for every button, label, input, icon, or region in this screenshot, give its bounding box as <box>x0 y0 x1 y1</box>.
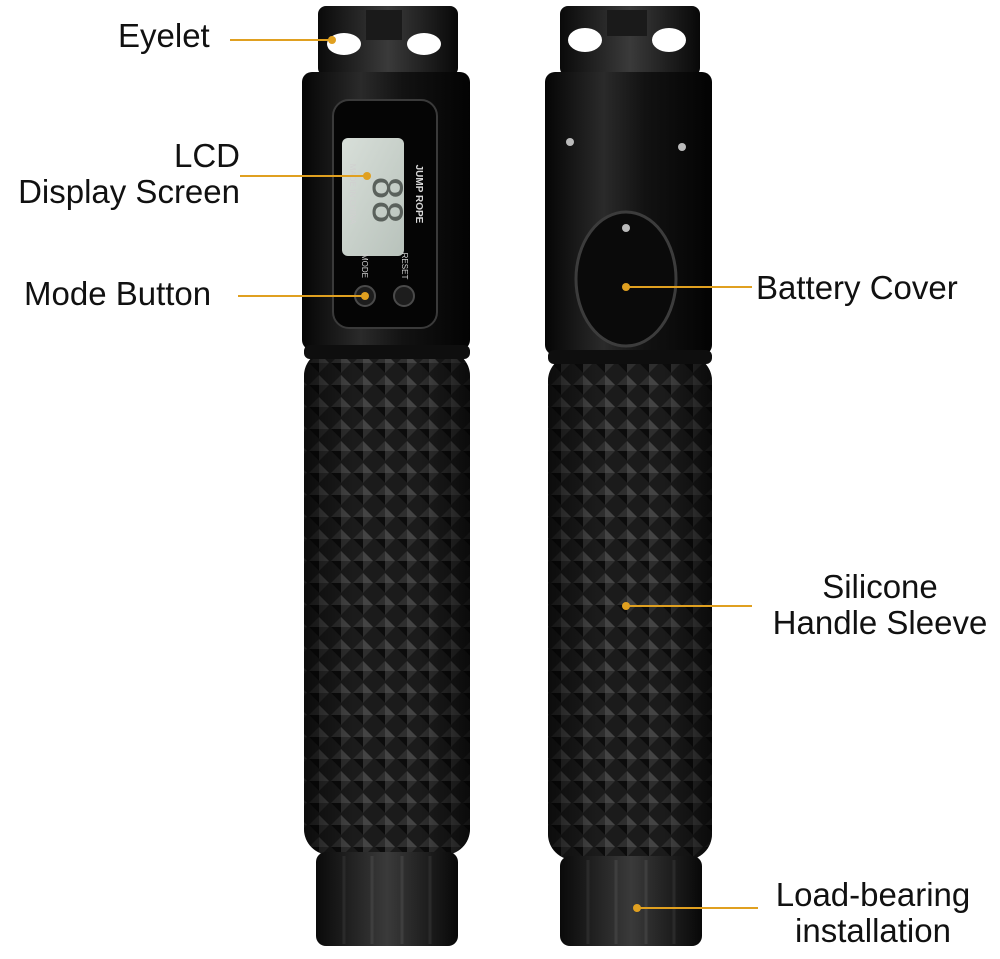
lcd-label-line2: Display Screen <box>18 173 240 210</box>
orange-dot-icon <box>622 602 630 610</box>
orange-dot-icon <box>328 36 336 44</box>
sleeve-label-line2: Handle Sleeve <box>772 604 988 641</box>
mode-button-label: Mode Button <box>24 275 212 312</box>
battery-cover-label: Battery Cover <box>756 269 958 306</box>
orange-dot-icon <box>361 292 369 300</box>
brand-text: JUMP ROPE <box>413 165 424 224</box>
leader-dots <box>328 36 641 912</box>
right-eyelet-hole <box>652 28 686 52</box>
load-bearing-label: Load-bearing installation <box>758 877 988 949</box>
lcd-label: LCD Display Screen <box>0 138 240 210</box>
left-bottom-cap <box>316 852 458 946</box>
load-bearing-label-line1: Load-bearing <box>775 876 971 913</box>
reset-button[interactable] <box>393 285 415 307</box>
lcd-digits: 88 <box>363 176 409 224</box>
left-eyelet-cap <box>318 6 458 76</box>
sleeve-label: Silicone Handle Sleeve <box>760 569 1000 641</box>
right-bottom-cap <box>560 856 702 946</box>
orange-dot-icon <box>363 172 371 180</box>
orange-dot-icon <box>622 283 630 291</box>
battery-cover <box>574 210 678 348</box>
origin-text: MADE IN CHINA <box>348 164 357 225</box>
load-bearing-label-line2: installation <box>795 912 951 949</box>
eyelet-label: Eyelet <box>118 17 210 54</box>
lcd-screen <box>342 138 404 256</box>
left-eyelet-hole <box>407 33 441 55</box>
right-eyelet-hole <box>568 28 602 52</box>
reset-text: RESET <box>400 253 409 280</box>
mode-text: MODE <box>360 254 369 278</box>
orange-dot-icon <box>633 904 641 912</box>
right-eyelet-cap <box>560 6 700 76</box>
lcd-label-line1: LCD <box>173 137 240 174</box>
leader-lines <box>230 39 758 909</box>
right-handle <box>545 6 712 946</box>
sleeve-label-line1: Silicone <box>822 568 938 605</box>
left-handle: 88 JUMP ROPE MADE IN CHINA MODE RESET <box>302 6 470 946</box>
